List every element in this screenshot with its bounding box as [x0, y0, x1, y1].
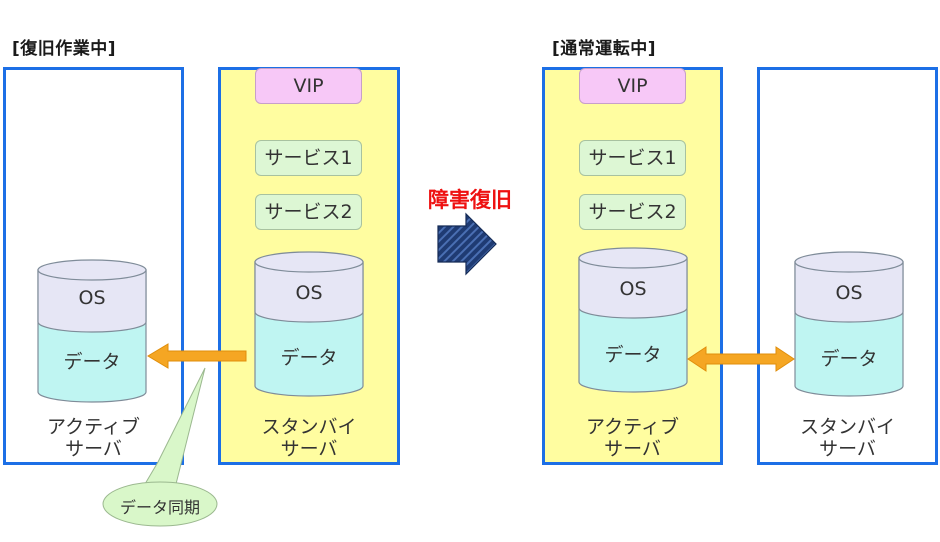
left-service2-box: サービス2: [255, 194, 362, 230]
sync-arrow-left: [147, 343, 247, 369]
right-standby-os-label: OS: [835, 282, 863, 304]
section-title-recovering: [復旧作業中]: [12, 39, 117, 59]
right-active-server-label: アクティブ サーバ: [586, 416, 679, 460]
left-standby-disk: [254, 251, 364, 397]
recovery-label: 障害復旧: [428, 188, 512, 212]
left-active-disk: [37, 259, 147, 403]
right-active-data-label: データ: [604, 344, 662, 366]
right-service2-box: サービス2: [579, 194, 686, 230]
left-standby-os-label: OS: [295, 282, 323, 304]
left-standby-data-label: データ: [280, 347, 338, 369]
data-sync-callout: [102, 367, 218, 527]
right-vip-box: VIP: [579, 68, 686, 104]
left-active-data-label: データ: [63, 351, 121, 373]
right-active-os-label: OS: [619, 278, 647, 300]
left-standby-server-label: スタンバイ サーバ: [261, 416, 357, 460]
right-standby-data-label: データ: [820, 348, 878, 370]
left-vip-box: VIP: [255, 68, 362, 104]
left-service1-box: サービス1: [255, 140, 362, 176]
left-active-os-label: OS: [78, 287, 106, 309]
data-sync-callout-text: データ同期: [119, 498, 200, 517]
sync-arrow-bidirectional: [687, 346, 795, 372]
right-standby-server-label: スタンバイ サーバ: [799, 416, 895, 460]
left-active-server-label: アクティブ サーバ: [47, 416, 140, 460]
right-service1-box: サービス1: [579, 140, 686, 176]
right-active-disk: [578, 247, 688, 393]
section-title-normal: [通常運転中]: [552, 39, 657, 59]
recovery-transition-arrow: [437, 212, 497, 276]
right-standby-disk: [794, 251, 904, 397]
